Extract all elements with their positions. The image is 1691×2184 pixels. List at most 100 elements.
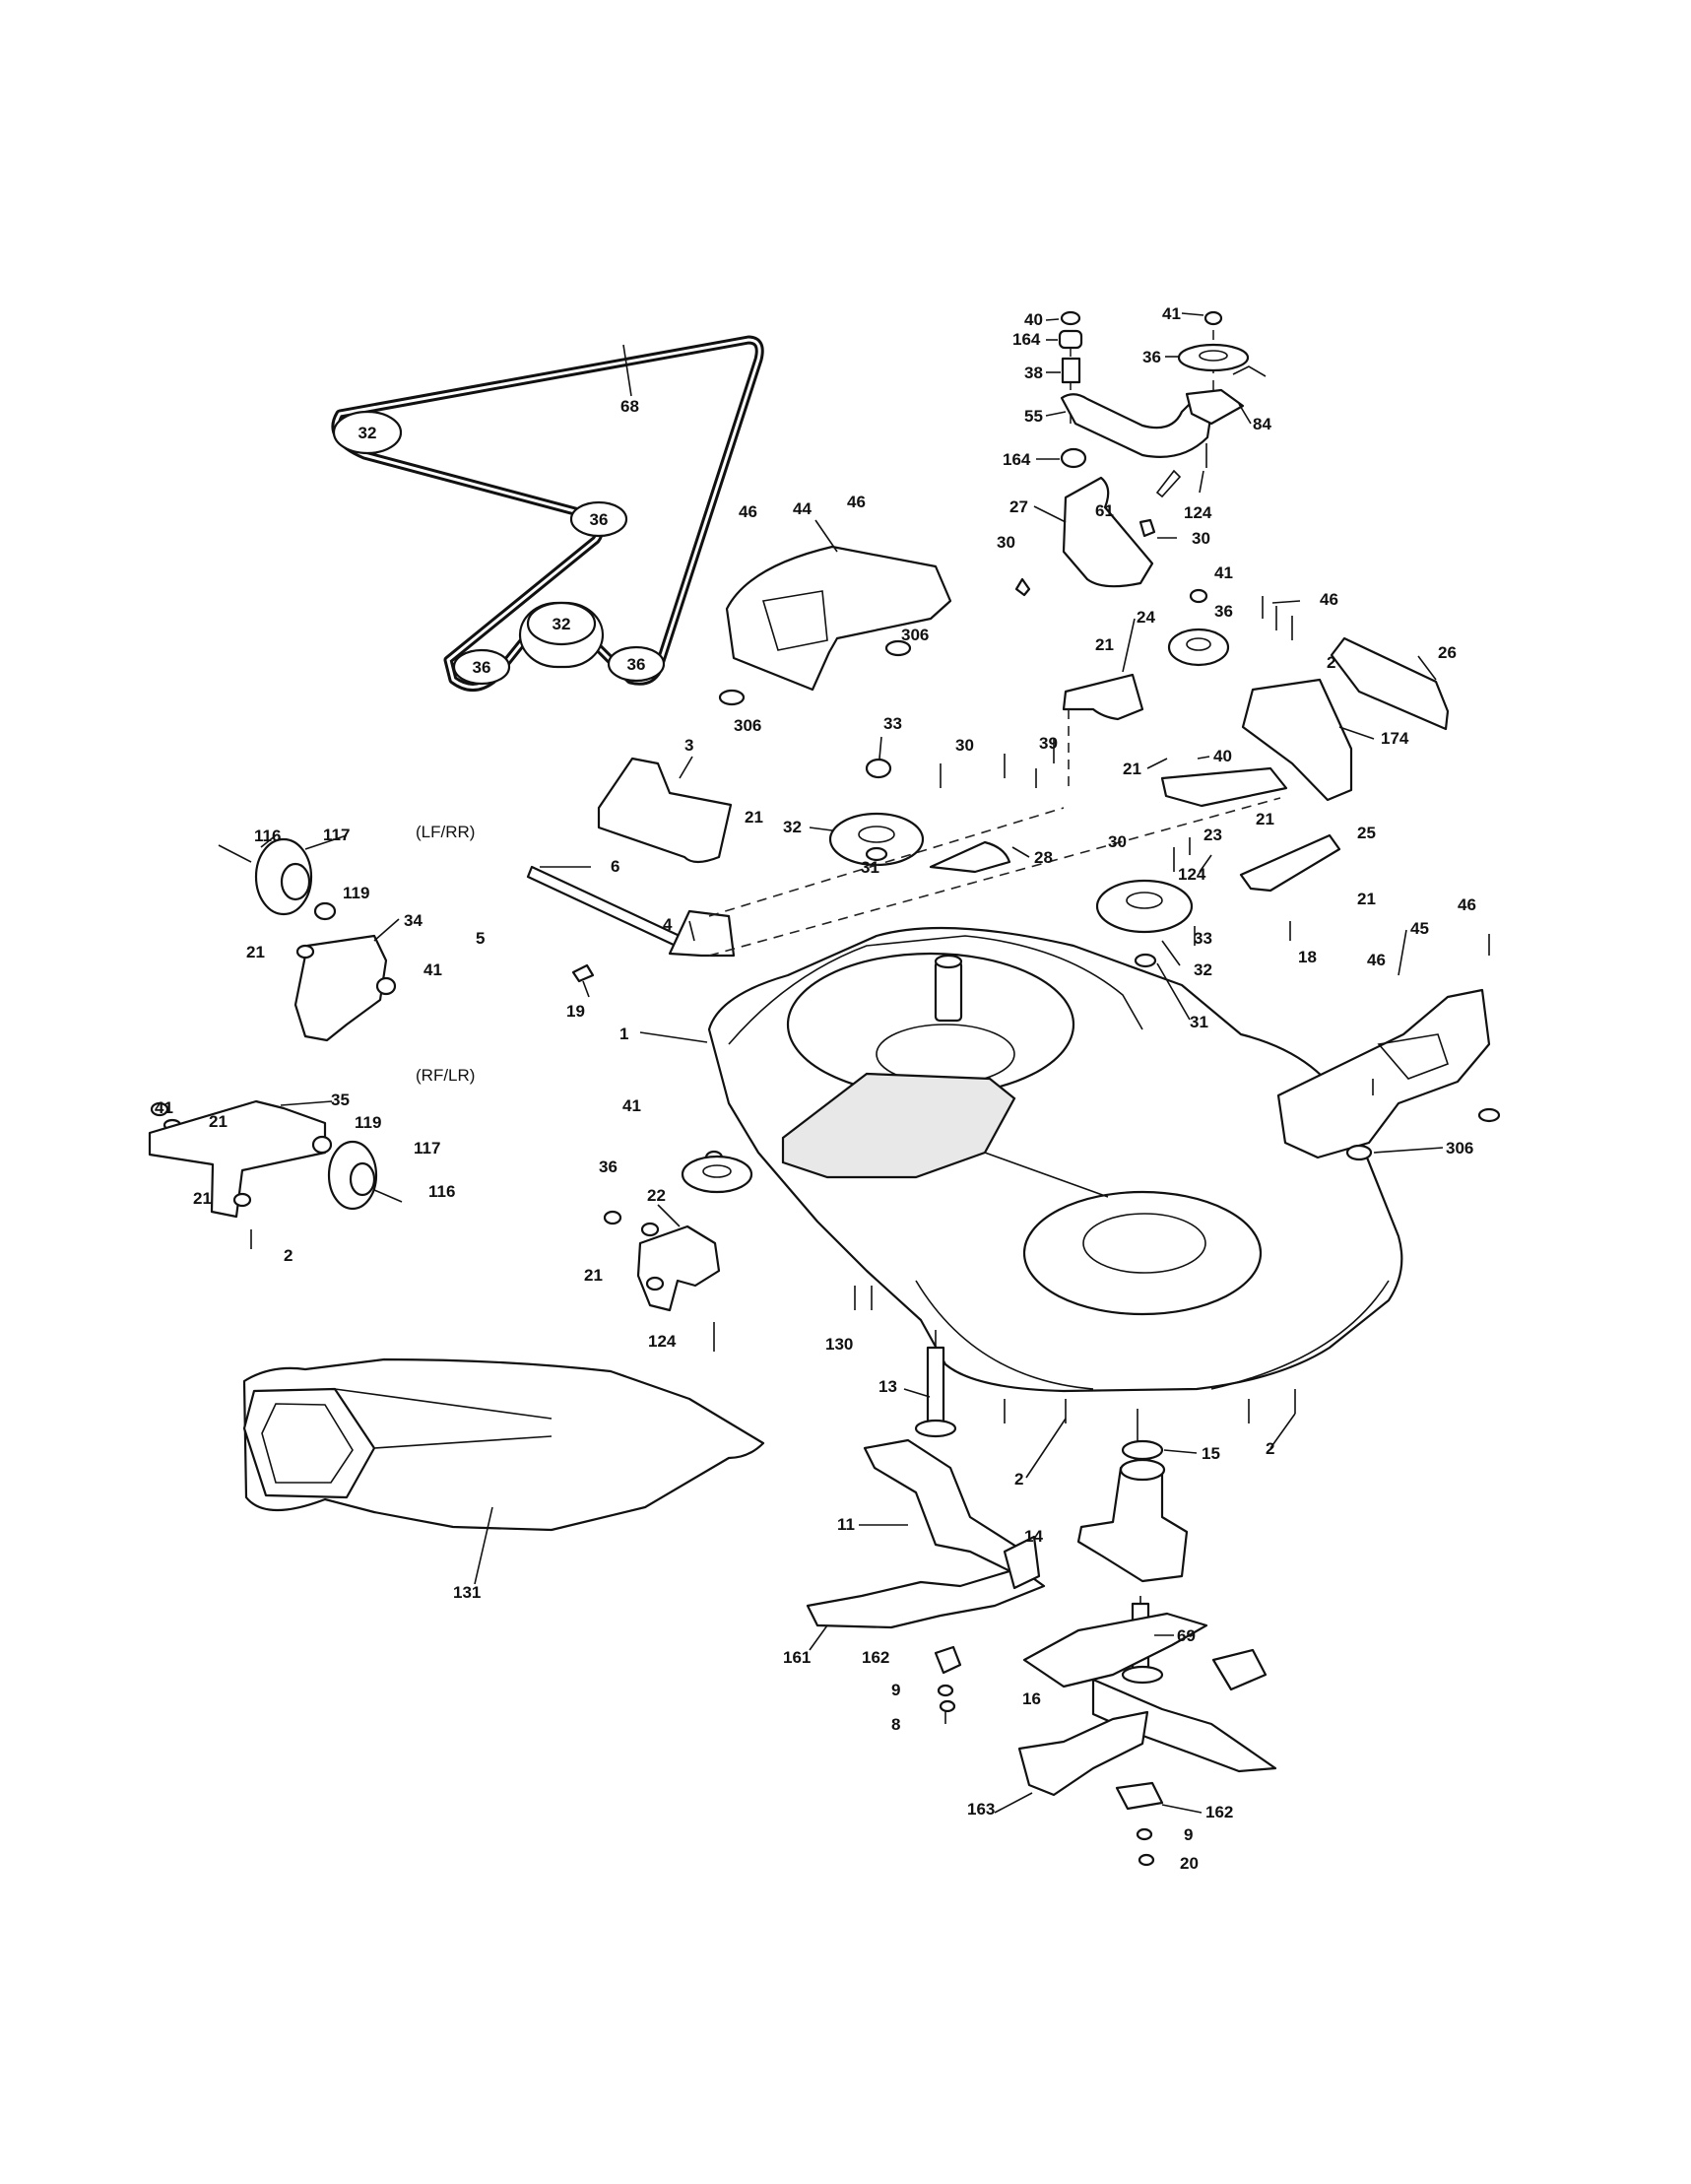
part-callout: 117 <box>414 1139 440 1158</box>
left-blade-assembly <box>806 1330 1046 1724</box>
part-callout: 46 <box>1367 951 1386 969</box>
callout-leader-lines <box>260 312 1444 1814</box>
part-callout: 41 <box>155 1098 173 1117</box>
part-callout: 30 <box>1192 529 1210 548</box>
part-callout: 20 <box>1180 1854 1199 1873</box>
part-callout: 161 <box>783 1648 811 1667</box>
part-callout: 14 <box>1024 1527 1043 1546</box>
part-callout: 13 <box>878 1377 897 1396</box>
rf-lr-note: (RF/LR) <box>416 1066 475 1085</box>
part-callout: 24 <box>1137 608 1155 627</box>
part-callout: 3 <box>684 736 693 755</box>
part-callout: 18 <box>1298 948 1317 966</box>
discharge-chute <box>242 1357 765 1532</box>
part-callout: 36 <box>1142 348 1161 366</box>
part-callout: 23 <box>1203 826 1222 844</box>
part-callout: 40 <box>1213 747 1232 765</box>
part-callout: 25 <box>1357 824 1376 842</box>
part-callout: 45 <box>1410 919 1429 938</box>
part-callout: 117 <box>323 826 350 844</box>
part-callout: 174 <box>1381 729 1409 748</box>
part-callout: 28 <box>1034 848 1053 867</box>
right-side-brackets <box>1062 636 1450 893</box>
part-callout: 39 <box>1039 734 1058 753</box>
belt-shield-right <box>1276 988 1501 1161</box>
part-callout: 124 <box>1178 865 1206 884</box>
part-callout: 116 <box>254 827 281 845</box>
part-callout: 2 <box>284 1246 293 1265</box>
part-callout: 119 <box>343 884 369 902</box>
part-callout: 27 <box>1009 497 1028 516</box>
belt-shield-left <box>718 545 952 706</box>
part-callout: 1 <box>619 1025 628 1043</box>
part-callout: 61 <box>1095 501 1114 520</box>
part-callout: 164 <box>1003 450 1031 469</box>
part-callout: 34 <box>404 911 423 930</box>
part-callout: 21 <box>1095 635 1114 654</box>
part-callout: 2 <box>1266 1439 1274 1458</box>
part-callout: 38 <box>1024 364 1043 382</box>
belt-pulley-label: 36 <box>590 510 609 529</box>
part-callout: 21 <box>193 1189 212 1208</box>
part-callout: 119 <box>355 1113 381 1132</box>
part-callout: 163 <box>967 1800 995 1819</box>
right-spindle-blade-assembly <box>1017 1409 1277 1867</box>
mower-deck-housing <box>707 926 1403 1393</box>
part-callout: 124 <box>648 1332 677 1351</box>
belt-pulley-label: 36 <box>473 658 491 677</box>
part-callout: 41 <box>1162 304 1181 323</box>
part-callout: 46 <box>1458 895 1476 914</box>
part-callout: 41 <box>1214 563 1233 582</box>
part-callout: 164 <box>1012 330 1041 349</box>
part-callout: 5 <box>476 929 485 948</box>
part-callout: 30 <box>997 533 1015 552</box>
lf-rr-note: (LF/RR) <box>416 823 475 841</box>
part-callout: 6 <box>611 857 619 876</box>
part-callout: 162 <box>862 1648 889 1667</box>
part-callout: 21 <box>246 943 265 961</box>
part-callout: 33 <box>1194 929 1212 948</box>
part-callout: 22 <box>647 1186 666 1205</box>
part-callout: 21 <box>1123 760 1141 778</box>
right-front-gauge-wheel <box>148 1099 403 1249</box>
part-callout: 4 <box>663 915 673 934</box>
part-callout: 19 <box>566 1002 585 1021</box>
part-callout: 15 <box>1202 1444 1220 1463</box>
part-callout: 21 <box>745 808 763 827</box>
part-callout: 124 <box>1184 503 1212 522</box>
part-callout: 46 <box>847 493 866 511</box>
part-callout: 33 <box>883 714 902 733</box>
part-callout: 69 <box>1177 1626 1196 1645</box>
part-callout: 84 <box>1253 415 1271 433</box>
part-callout: 21 <box>209 1112 228 1131</box>
part-callout: 130 <box>825 1335 853 1354</box>
part-callout: 32 <box>783 818 802 836</box>
part-callout: 41 <box>622 1096 641 1115</box>
part-callout: 16 <box>1022 1689 1041 1708</box>
deck-bracket-front-left <box>603 1150 873 1352</box>
part-callout: 55 <box>1024 407 1043 426</box>
part-callout: 31 <box>861 858 879 877</box>
part-callout: 30 <box>1108 832 1127 851</box>
part-callout: 21 <box>584 1266 603 1285</box>
belt-routing-inset: 32 36 32 36 36 68 <box>331 335 764 692</box>
part-callout: 9 <box>891 1681 900 1699</box>
part-callout: 44 <box>793 499 812 518</box>
center-pulleys <box>828 754 1194 968</box>
left-front-linkage <box>526 757 1281 983</box>
part-callout: 8 <box>891 1715 900 1734</box>
part-callout: 131 <box>453 1583 481 1602</box>
belt-pulley-label: 36 <box>627 655 646 674</box>
part-callout: 306 <box>1446 1139 1473 1158</box>
left-front-gauge-wheel <box>218 837 397 1042</box>
part-callout: 26 <box>1438 643 1457 662</box>
belt-pulley-label: 32 <box>358 424 377 442</box>
part-callout: 36 <box>599 1158 618 1176</box>
part-callout: 306 <box>901 626 929 644</box>
belt-pulley-label: 32 <box>553 615 571 633</box>
part-callout: 41 <box>423 960 442 979</box>
part-callout: 11 <box>837 1515 855 1534</box>
part-callouts: 40 164 38 55 164 41 36 84 124 61 27 30 3… <box>155 304 1476 1873</box>
belt-label: 68 <box>620 397 639 416</box>
idler-arm-assembly <box>1014 310 1267 667</box>
